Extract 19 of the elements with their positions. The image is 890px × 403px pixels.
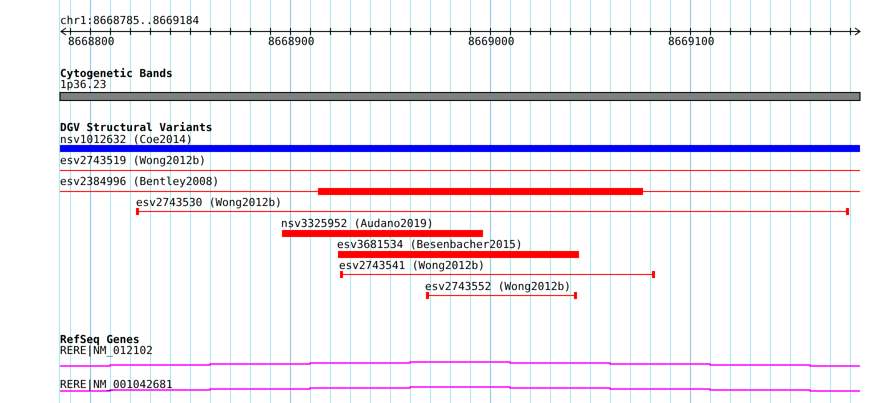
tick-label: 8669100 <box>668 36 714 48</box>
feature-label: esv2743552 (Wong2012b) <box>425 281 571 293</box>
location-text: chr1:8668785..8669184 <box>60 15 200 27</box>
feature-label: esv2743530 (Wong2012b) <box>136 197 282 209</box>
feature-label: RERE|NM_012102 <box>60 345 153 357</box>
feature-label: RERE|NM_001042681 <box>60 379 173 391</box>
feature-label: esv2384996 (Bentley2008) <box>60 176 219 188</box>
feature-label: 1p36.23 <box>60 79 106 91</box>
tick-label: 8668800 <box>68 36 114 48</box>
feature-label: esv3681534 (Besenbacher2015) <box>337 239 522 251</box>
track-title: DGV Structural Variants <box>60 122 212 134</box>
tick-label: 8668900 <box>268 36 314 48</box>
feature-label: esv2743519 (Wong2012b) <box>60 155 206 167</box>
track-title: RefSeq Genes <box>60 334 140 346</box>
feature-label: nsv3325952 (Audano2019) <box>281 218 434 230</box>
feature-label: esv2743541 (Wong2012b) <box>339 260 485 272</box>
feature-label: nsv1012632 (Coe2014) <box>60 134 192 146</box>
tick-label: 8669000 <box>468 36 514 48</box>
track-title: Cytogenetic Bands <box>60 68 173 80</box>
